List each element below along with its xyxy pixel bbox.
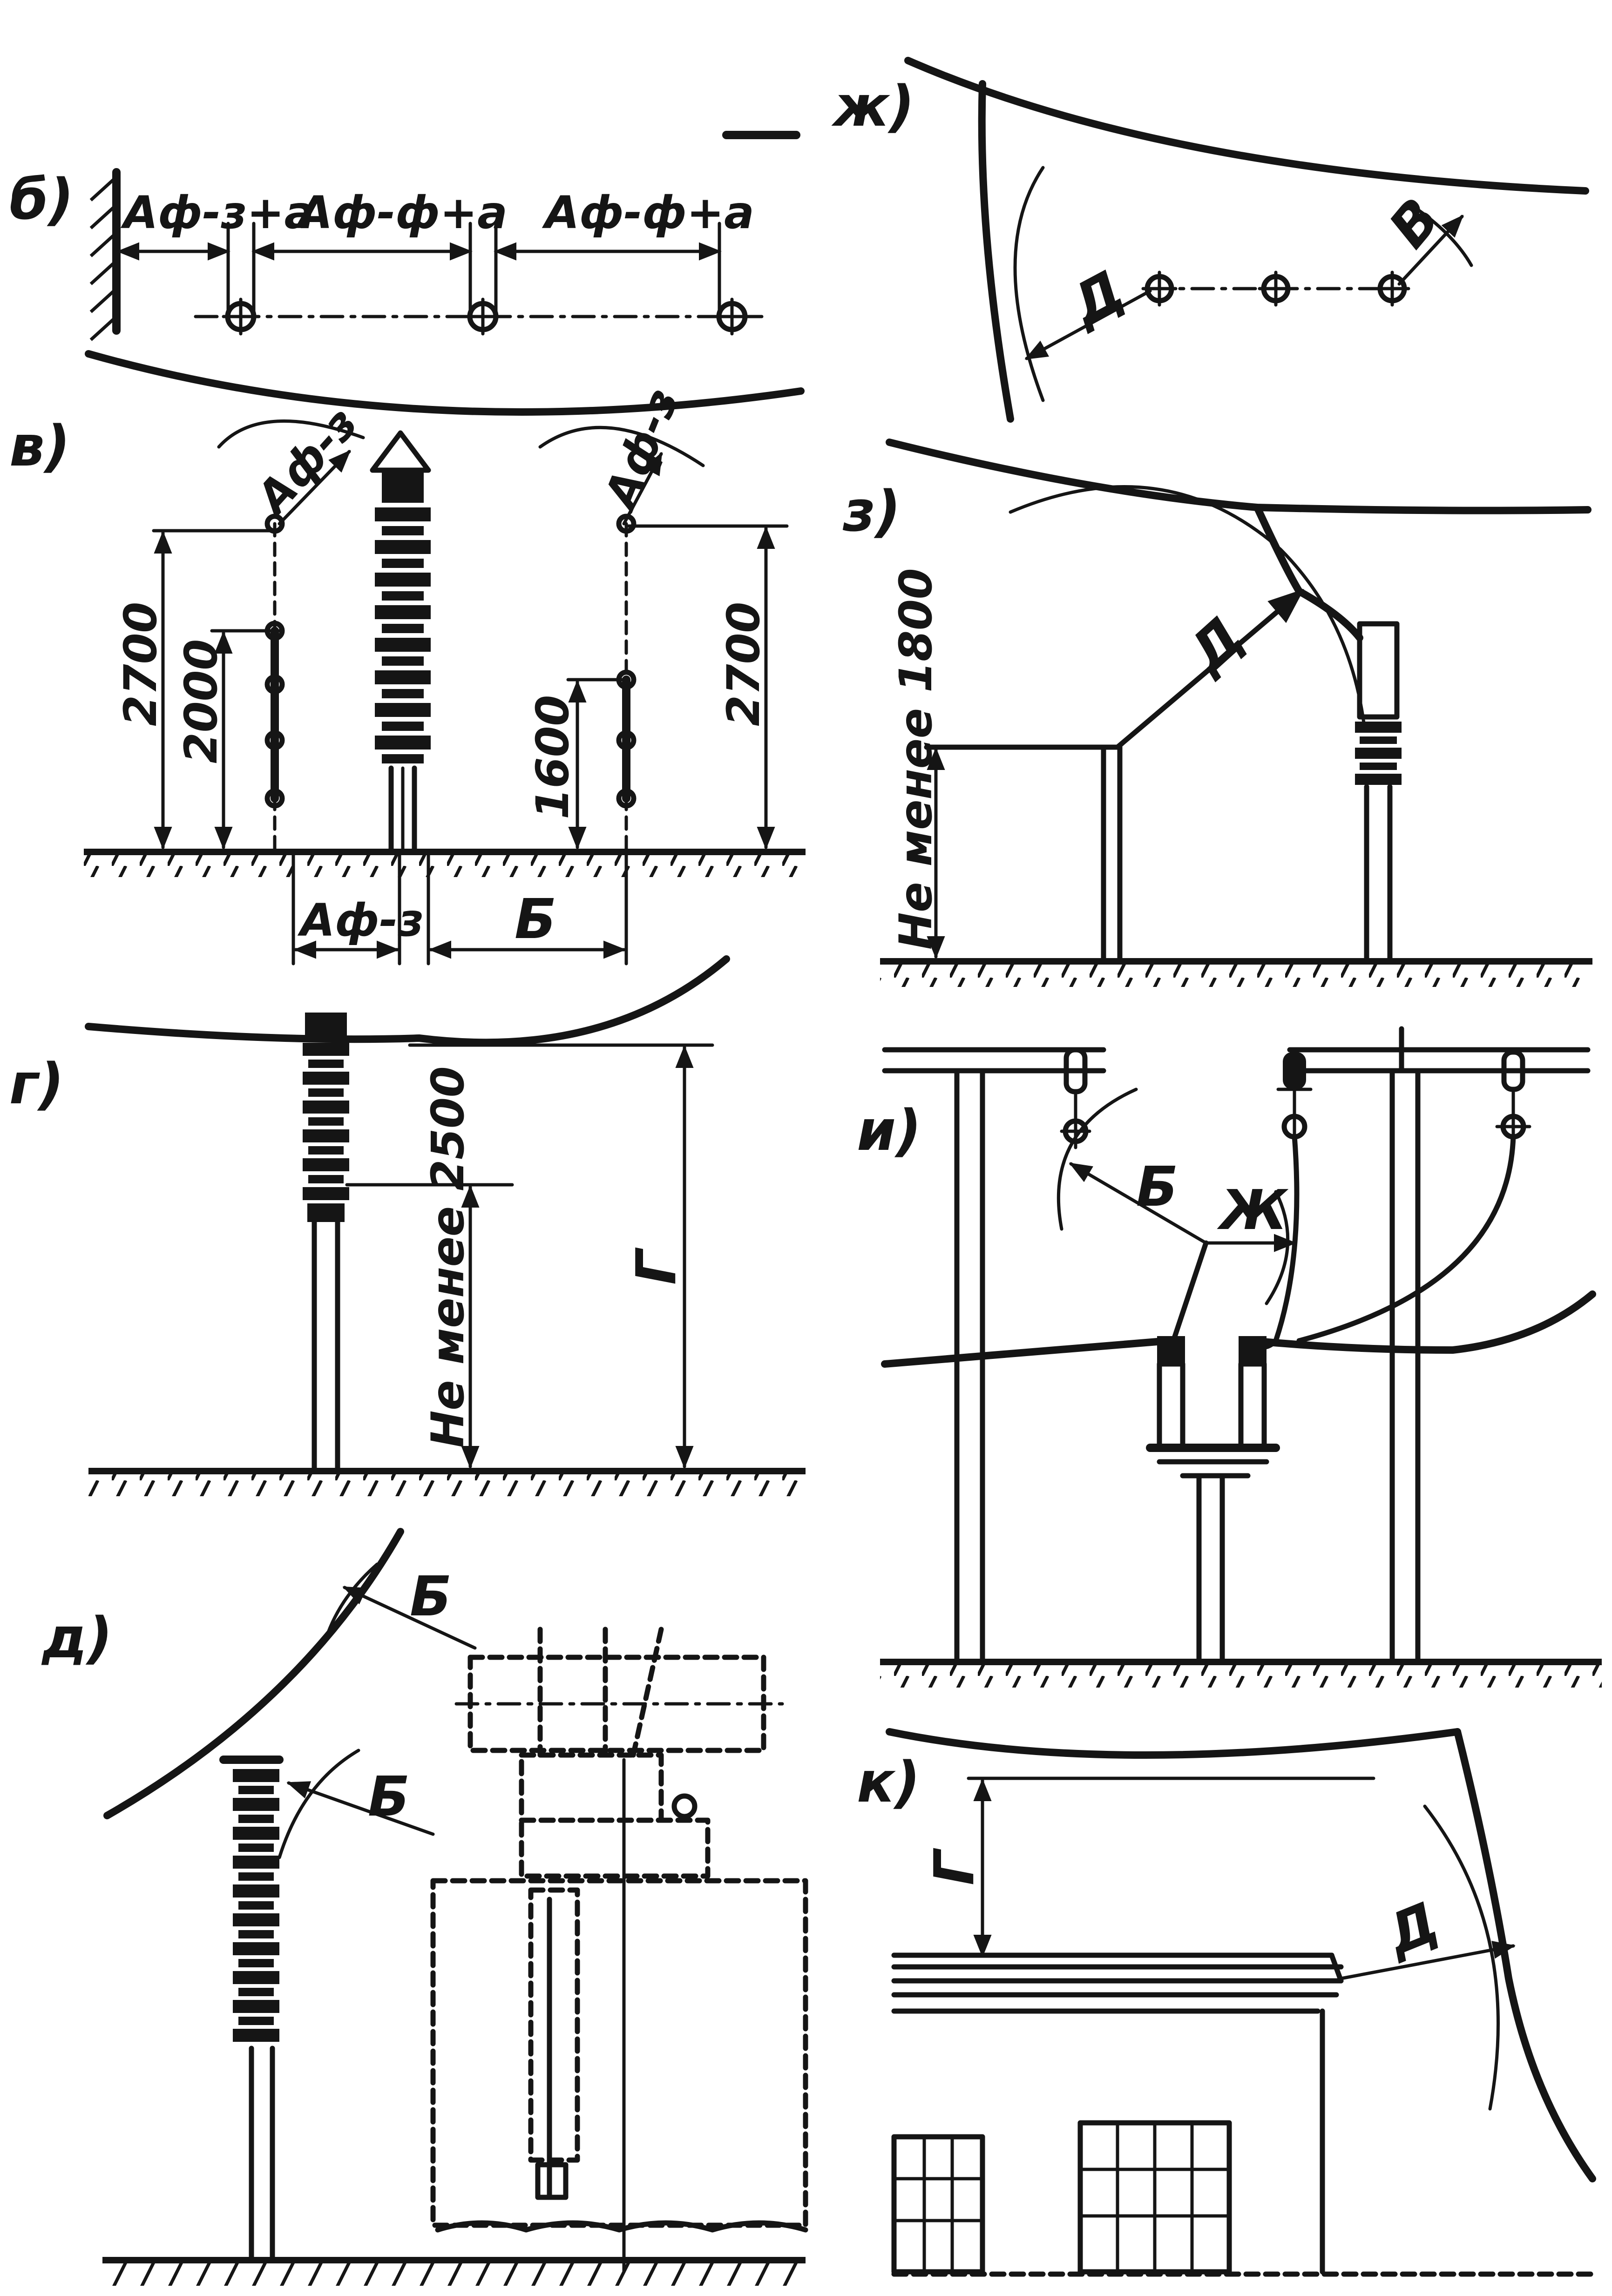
- string-insulator-right: [616, 513, 637, 809]
- conductor-b1: [222, 297, 260, 336]
- clearance-line-k-D: [1339, 1940, 1516, 1980]
- ground-hatch-z: [880, 964, 1592, 987]
- clearance-line-d1: [342, 1586, 477, 1650]
- clearance-arc-i-left: [1057, 1087, 1138, 1231]
- overhead-wire-zh: [904, 57, 1589, 195]
- clearance-arc-right: [538, 425, 705, 467]
- dim-v-bottom-left: Aф-з: [297, 894, 424, 946]
- dim-zh-D: Д: [1059, 258, 1134, 338]
- clearance-arc-zh-left: [1013, 166, 1045, 402]
- clearance-arc-z: [1009, 485, 1366, 728]
- arc-radius-left: [278, 450, 351, 526]
- building-window-right: [1077, 2120, 1232, 2275]
- dim-v-2700-left: 2700: [115, 602, 167, 726]
- post-insulator-d: [219, 1756, 284, 2261]
- panel-z: з) Д Не менее 1800: [842, 439, 1592, 987]
- drop-wire-i2: [1296, 1133, 1516, 1344]
- dim-v-bottom-right: Б: [515, 887, 556, 951]
- outgoing-wire-i: [1249, 1290, 1596, 1354]
- clearance-line-zh-V: [1397, 215, 1464, 286]
- dim-b3: Aф-ф+a: [542, 187, 754, 239]
- panel-d: д) Б Б: [41, 1528, 808, 2286]
- panel-b-label: б): [9, 168, 74, 232]
- hanging-insulator-i3: [1495, 1049, 1531, 1142]
- ground-hatch-v: [84, 854, 806, 877]
- dim-d-B1: Б: [410, 1564, 452, 1628]
- dim-v-2700-right: 2700: [718, 602, 770, 726]
- clearance-arc-left: [217, 419, 365, 449]
- panel-z-label: з): [842, 479, 901, 544]
- dim-b1: Aф-з+a: [120, 187, 314, 239]
- dim-i-Zh: Ж: [1217, 1178, 1289, 1242]
- overhead-wire-k: [886, 1728, 1461, 1759]
- disconnector-blade-i: [1171, 1240, 1209, 1344]
- dim-k-D: Д: [1376, 1890, 1447, 1968]
- conductor-b3: [713, 297, 751, 336]
- overhead-wire-z: [886, 439, 1592, 514]
- clearance-line-z-D: [1115, 588, 1304, 750]
- dim-g-min: Не менее 2500: [422, 1066, 474, 1448]
- clearance-line-d2: [286, 1781, 435, 1836]
- dim-v-1600: 1600: [527, 695, 579, 819]
- panel-v: в) Aф-з Aф-з: [9, 350, 806, 966]
- ground-hatch-g: [88, 1473, 806, 1496]
- building-window-left: [891, 2134, 985, 2275]
- panel-k-label: к): [857, 1750, 920, 1815]
- panel-g-label: г): [9, 1052, 64, 1117]
- post-insulator-v: [370, 430, 431, 855]
- descending-wire-zh: [978, 80, 1014, 423]
- panel-i-label: и): [857, 1099, 921, 1163]
- post-insulator-z: [1355, 621, 1402, 962]
- panel-b: б) Aф-з+a Aф-ф+a Aф-ф+a: [9, 131, 800, 341]
- panel-g: г) Не менее 2500: [9, 955, 806, 1496]
- conductor-zh1: [1141, 270, 1178, 307]
- conductor-b2: [464, 297, 502, 336]
- hanging-insulator-i2: [1276, 1052, 1313, 1147]
- dim-z-D: Д: [1175, 604, 1255, 686]
- conductor-zh2: [1258, 270, 1294, 307]
- ground-hatch-i: [880, 1664, 1602, 1688]
- clearance-line-i-B: [1069, 1162, 1208, 1245]
- descending-wire-k: [1454, 1728, 1596, 2182]
- ground-hatch-d: [102, 2262, 806, 2286]
- dim-b2: Aф-ф+a: [295, 187, 508, 239]
- disconnector-base-i: [1146, 1336, 1280, 1665]
- conductor-zh3: [1374, 270, 1410, 307]
- dim-d-B2: Б: [368, 1764, 410, 1829]
- equipment-dashed-outline: [430, 1627, 808, 2274]
- panel-zh-label: ж): [831, 74, 914, 139]
- overhead-wire-g: [85, 955, 730, 1047]
- panel-v-label: в): [9, 414, 70, 479]
- dim-z-min: Не менее 1800: [890, 568, 942, 950]
- panel-zh: ж) Д В: [831, 57, 1589, 423]
- clearance-arc-k: [1423, 1804, 1500, 2111]
- panel-i: и): [857, 1026, 1602, 1688]
- clearance-line-zh-D: [1024, 289, 1152, 360]
- arc-radius-right: [622, 452, 663, 526]
- panel-k: к) Г Д: [857, 1728, 1596, 2277]
- dim-k-G: Г: [922, 1848, 986, 1885]
- dim-v-2000: 2000: [175, 639, 227, 763]
- dim-i-B: Б: [1136, 1155, 1178, 1219]
- wall-hatching: [89, 176, 118, 341]
- overhead-wire-d: [103, 1528, 404, 1819]
- building-k: [891, 1952, 1344, 2275]
- string-insulator-left: [264, 513, 285, 809]
- arc-label-left: Aф-з: [244, 397, 368, 526]
- drop-wire-i1: [1254, 1133, 1300, 1350]
- incoming-wire-i: [881, 1337, 1172, 1368]
- post-insulator-g: [303, 1013, 349, 1474]
- dim-g-G: Г: [624, 1247, 688, 1285]
- dim-zh-V: В: [1376, 186, 1453, 260]
- hanging-insulator-i1: [1060, 1047, 1091, 1149]
- overhead-wire-v: [85, 350, 805, 416]
- panel-d-label: д): [41, 1606, 113, 1671]
- barrier-z: [924, 744, 1123, 962]
